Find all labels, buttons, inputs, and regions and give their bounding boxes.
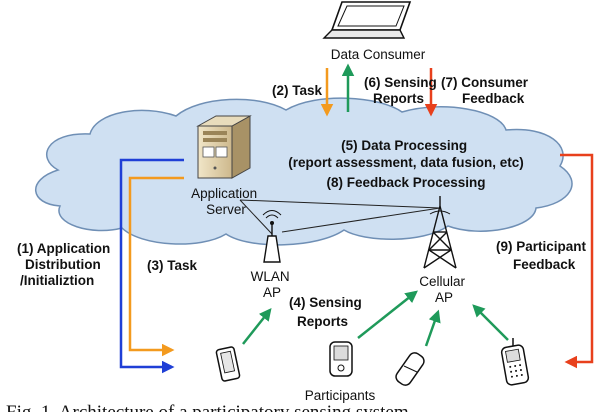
wlan-ap-icon	[262, 210, 282, 263]
figure-caption: Fig. 1. Architecture of a participatory …	[6, 402, 409, 412]
step1-label: (1) Application Distribution /Initializt…	[17, 241, 114, 288]
cellular-tower-icon	[423, 196, 457, 269]
app-distribution-arrow-1	[119, 158, 184, 374]
step9-label: (9) Participant Feedback	[496, 239, 590, 272]
step8-label: (8) Feedback Processing	[326, 175, 485, 190]
step5-label: (5) Data Processing (report assessment, …	[288, 138, 524, 170]
step3-label: (3) Task	[147, 258, 198, 273]
cloud-shape	[35, 97, 573, 246]
step6-label: (6) Sensing Reports	[364, 75, 441, 106]
application-server-label: Application Server	[191, 186, 261, 217]
cellular-ap-label: Cellular AP	[419, 274, 469, 305]
step7-label: (7) Consumer Feedback	[441, 75, 532, 106]
server-icon	[196, 115, 252, 179]
pda-icon	[329, 341, 353, 377]
flip-phone-icon	[395, 352, 425, 386]
data-consumer-label: Data Consumer	[331, 47, 426, 62]
step4-label: (4) Sensing Reports	[289, 295, 366, 329]
task-arrow-3	[128, 176, 184, 357]
link-server-cellular	[239, 199, 441, 209]
participants-label: Participants	[305, 388, 376, 403]
laptop-icon	[322, 1, 412, 39]
wlan-ap-label: WLAN AP	[251, 269, 294, 300]
report-arrow-flip	[424, 309, 441, 347]
step2-label: (2) Task	[272, 83, 323, 98]
cellphone-icon	[500, 338, 530, 386]
report-arrow-cellphone	[472, 304, 509, 341]
link-wlan-cellular	[281, 207, 441, 233]
participant-feedback-arrow-9	[560, 153, 594, 369]
link-server-wlan	[239, 199, 273, 235]
report-arrow-phone1	[242, 308, 272, 345]
phone-icon-1	[215, 346, 241, 382]
report-arrow-pda	[357, 290, 418, 339]
